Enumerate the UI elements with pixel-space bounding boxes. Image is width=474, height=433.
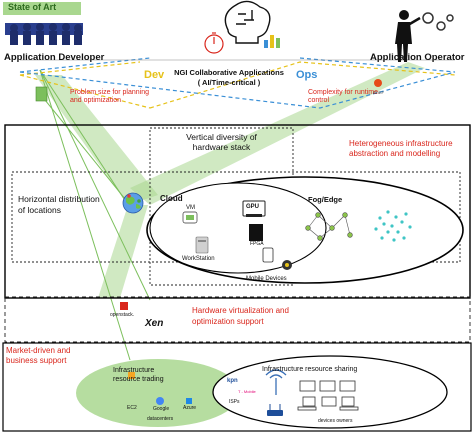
market-line1: Market-driven and [6, 346, 71, 355]
gpu-icon [242, 200, 266, 217]
horizontal-line1: Horizontal distribution [18, 194, 100, 204]
globe-pin-red [127, 194, 131, 198]
virtualization-box [4, 296, 471, 343]
green-beam-developer [35, 75, 158, 205]
fpga-icon [249, 224, 263, 241]
horizontal-line2: of locations [18, 205, 61, 215]
fog-network-graph [305, 212, 353, 241]
xen-logo: Xen [145, 318, 164, 329]
operator-label: Application Operator [370, 52, 465, 63]
legend-label: State of Art [8, 2, 57, 12]
provider-ec2: EC2 [127, 405, 137, 411]
fpga-label: FPGA [250, 241, 264, 247]
trading-line1: Infrastructure [113, 367, 155, 374]
link-line [39, 69, 131, 361]
planning-problem-line2: and optimization [70, 97, 121, 104]
link-line [39, 69, 129, 206]
market-line2: business support [6, 356, 67, 365]
trading-line2: resource trading [113, 376, 164, 383]
ngi-subtitle: ( AI/Time-critical ) [197, 78, 261, 87]
vertical-diversity-line1: Vertical diversity of [186, 132, 257, 142]
chef-label: CHEF [373, 90, 384, 95]
heterogeneous-line1: Heterogeneous infrastructure [349, 139, 453, 148]
isps-label: ISPs [229, 399, 240, 405]
gpu-label: GPU [246, 204, 260, 210]
ops-label: Ops [296, 69, 318, 81]
market-box [2, 342, 472, 432]
kpn-logo: kpn [227, 378, 238, 384]
virtualization-line1: Hardware virtualization and [192, 306, 289, 315]
developer-team-icon [5, 23, 83, 45]
openstack-icon [120, 302, 128, 310]
chef-icon [374, 79, 382, 87]
dev-label: Dev [144, 69, 165, 81]
globe-pin-green [137, 199, 141, 203]
workstation-icon [195, 236, 209, 254]
trading-ellipse [76, 359, 240, 427]
heterogeneous-line2: abstraction and modelling [349, 149, 441, 158]
datacenter-icons [128, 372, 192, 405]
tmobile-logo: T - Mobile [238, 389, 256, 394]
complexity-line1: Complexity for runtime [308, 89, 379, 96]
virtualization-line2: optimization support [192, 317, 264, 326]
dev-dashed-line-right [149, 61, 456, 109]
fog-dots-cluster [374, 210, 412, 242]
operator-icon [395, 10, 421, 62]
ai-brain-icon [224, 0, 271, 44]
infrastructure-box [4, 124, 471, 299]
ops-dashed-line [19, 57, 456, 109]
provider-google: Google [153, 406, 170, 412]
provider-azure: Azure [183, 405, 197, 411]
owner-devices-icon [297, 380, 359, 411]
openstack-logo: openstack. [110, 312, 135, 318]
vm-label: VM [186, 205, 195, 211]
planning-problem-line1: Problem size for planning [70, 89, 149, 96]
cloud-label: Cloud [160, 194, 183, 203]
timer-icon [204, 32, 224, 54]
router-icon [267, 404, 283, 416]
datacenters-label: datacenters [147, 416, 174, 422]
brain-chart-icon [264, 35, 280, 48]
complexity-line2: control [308, 97, 330, 104]
vertical-diversity-line2: hardware stack [192, 142, 251, 152]
vm-icon [182, 211, 198, 224]
sharing-label: Infrastructure resource sharing [262, 366, 358, 373]
legend-swatch [3, 2, 81, 15]
mobile-devices-icon [262, 247, 292, 270]
cloud-inner-ellipse [149, 182, 327, 274]
globe-land [126, 196, 141, 209]
green-beam-lower [98, 205, 148, 298]
workstation-label: WorkStation [182, 256, 215, 262]
green-beam-operator [130, 62, 425, 205]
link-line [39, 69, 151, 301]
owners-label: devices owners [318, 418, 353, 424]
mobile-label: Mobile Devices [246, 276, 287, 282]
isp-tower-icon [265, 369, 287, 395]
dev-tool-icon [35, 86, 48, 102]
developer-label: Application Developer [4, 52, 105, 63]
fog-label: Fog/Edge [308, 195, 343, 204]
ngi-title: NGI Collaborative Applications [174, 68, 284, 77]
link-line [44, 99, 131, 206]
dev-dashed-line [19, 61, 151, 109]
gears-icon [422, 12, 454, 31]
